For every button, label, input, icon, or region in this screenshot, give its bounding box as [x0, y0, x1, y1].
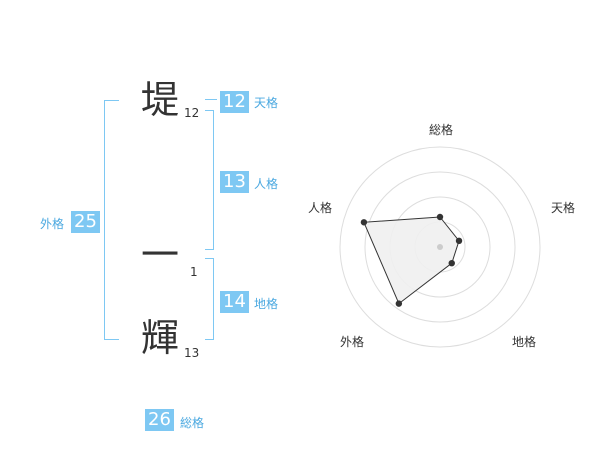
name-char-1: 堤 — [140, 78, 179, 122]
stroke-count-2: 1 — [190, 265, 198, 279]
radar-point-0 — [436, 213, 444, 221]
radar-center-dot — [437, 244, 443, 250]
name-char-3: 輝 — [140, 316, 179, 360]
soukaku-value: 26 — [145, 409, 174, 431]
radar-ring-4 — [339, 146, 541, 348]
stroke-count-1: 12 — [184, 106, 200, 120]
chikaku-label: 地格 — [254, 297, 279, 311]
name-char-2: 一 — [140, 233, 179, 277]
axis-label-soukaku: 総格 — [429, 122, 453, 137]
gaikaku-bracket — [104, 100, 119, 340]
soukaku-label: 総格 — [180, 416, 205, 430]
axis-label-gaikaku: 外格 — [340, 334, 364, 349]
tenkaku-label: 天格 — [254, 96, 279, 110]
radar-points — [360, 213, 463, 307]
chikaku-bracket — [205, 258, 214, 340]
radar-point-3 — [395, 300, 403, 307]
jinkaku-label: 人格 — [254, 177, 279, 191]
radar-data-polygon — [363, 216, 460, 305]
axis-label-tenkaku: 天格 — [551, 200, 575, 215]
axis-label-jinkaku: 人格 — [308, 200, 332, 215]
radar-chart: 総格 天格 地格 外格 人格 — [308, 122, 575, 349]
radar-point-1 — [455, 237, 463, 245]
radar-ring-3 — [364, 171, 516, 323]
radar-point-2 — [448, 259, 455, 267]
axis-label-chikaku: 地格 — [512, 334, 536, 349]
chikaku-value: 14 — [220, 291, 249, 313]
jinkaku-value: 13 — [220, 171, 249, 193]
tenkaku-bracket-tick — [205, 99, 217, 100]
gaikaku-label: 外格 — [40, 217, 65, 231]
jinkaku-bracket — [205, 110, 214, 250]
stroke-count-3: 13 — [184, 346, 200, 360]
gaikaku-value: 25 — [71, 211, 100, 233]
tenkaku-value: 12 — [220, 91, 249, 113]
radar-point-4 — [360, 219, 368, 226]
